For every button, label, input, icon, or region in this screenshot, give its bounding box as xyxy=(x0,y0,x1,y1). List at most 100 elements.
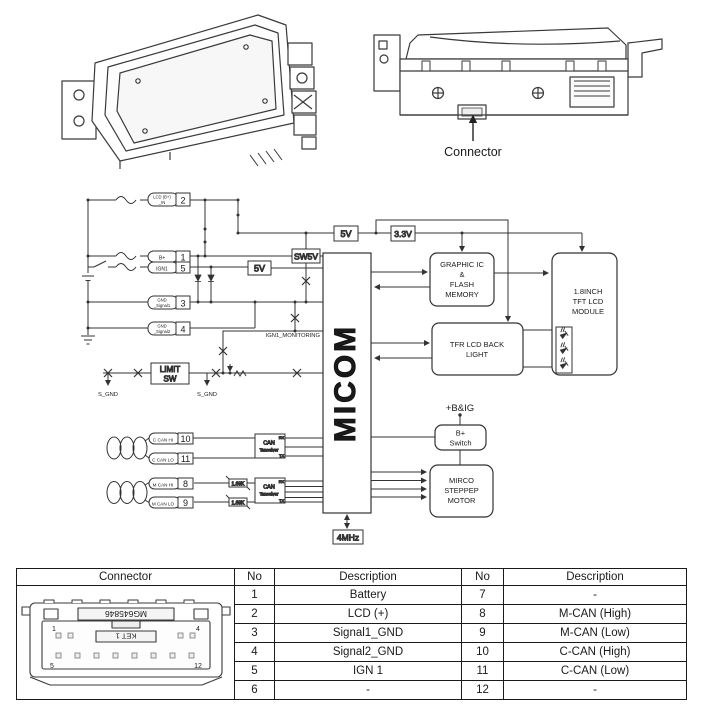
pin-capsule-9: M CAN LO 9 xyxy=(148,496,194,509)
svg-text:MIRCO: MIRCO xyxy=(449,476,474,485)
svg-text:4: 4 xyxy=(180,324,185,334)
connector-pins-bottom-row xyxy=(55,652,194,659)
svg-text:LIMIT: LIMIT xyxy=(160,365,181,374)
pin-capsule-10: C CAN HI 10 xyxy=(148,432,194,445)
pin-no: 4 xyxy=(234,642,275,662)
pin-capsule-4: GND _Signal2 4 xyxy=(147,321,191,336)
header-no-2: No xyxy=(461,568,504,586)
svg-text:MEMORY: MEMORY xyxy=(445,290,479,299)
pin-no: 11 xyxy=(461,661,504,681)
s-gnd-label-2: S_GND xyxy=(197,392,217,398)
svg-text:B+: B+ xyxy=(159,256,165,262)
b-plus-switch-block: B+ Switch xyxy=(434,424,487,451)
pin-capsule-1: B+ 1 xyxy=(147,250,191,263)
svg-text:5V: 5V xyxy=(340,229,351,239)
twisted-pair-mcan xyxy=(106,481,150,504)
led-symbols xyxy=(559,327,569,370)
connector-pins-top-row xyxy=(55,632,195,639)
pin-no: 2 xyxy=(234,604,275,624)
svg-text:RX: RX xyxy=(279,436,285,440)
svg-text:5V: 5V xyxy=(254,264,265,274)
svg-text:C CAN HI: C CAN HI xyxy=(153,437,173,442)
connector-key-marking: KET 1 xyxy=(115,632,136,641)
pin-capsule-8: M CAN HI 8 xyxy=(148,477,194,490)
svg-text:C CAN LO: C CAN LO xyxy=(152,457,174,462)
tfr-backlight-block: TFR LCD BACK LIGHT xyxy=(431,322,524,376)
graphic-ic-block: GRAPHIC IC & FLASH MEMORY xyxy=(429,252,495,307)
pin-no: 3 xyxy=(234,623,275,643)
pin-no: 5 xyxy=(234,661,275,681)
connector-drawing-cell: MG645846 KET 1 1 4 5 12 xyxy=(16,585,235,700)
svg-text:TFT LCD: TFT LCD xyxy=(573,297,604,306)
svg-text:B+: B+ xyxy=(456,429,466,438)
table-row: 5 IGN 1 11 C-CAN (Low) xyxy=(17,661,687,681)
table-header-row: Connector No Description No Description xyxy=(16,568,687,586)
pin1-label: 1 xyxy=(52,626,56,633)
svg-text:IGN1: IGN1 xyxy=(156,267,168,273)
pin-no: 9 xyxy=(461,623,504,643)
svg-text:M CAN HI: M CAN HI xyxy=(153,482,174,487)
svg-text:3: 3 xyxy=(180,298,185,308)
svg-text:3.3V: 3.3V xyxy=(394,229,412,239)
pin-desc: C-CAN (Low) xyxy=(503,661,687,681)
svg-text:Tanceiver: Tanceiver xyxy=(260,448,279,453)
svg-text:TX: TX xyxy=(279,454,284,458)
cluster-housing-bottom-art: Connector xyxy=(373,27,663,159)
table-row: MG645846 KET 1 1 4 5 12 xyxy=(16,585,687,700)
can-transceiver-1-box: CAN Tanceiver RX TX xyxy=(254,433,286,459)
pin-capsule-2: LCD (B+) _IN 2 xyxy=(147,192,191,207)
svg-text:LCD (B+): LCD (B+) xyxy=(153,195,171,200)
s-gnd-label-1: S_GND xyxy=(98,392,118,398)
svg-text:STEPPEP: STEPPEP xyxy=(444,486,479,495)
pin-capsule-5: IGN1 5 xyxy=(147,261,191,274)
pin-no: 1 xyxy=(234,585,275,605)
svg-text:1.8INCH: 1.8INCH xyxy=(574,287,603,296)
header-description-2: Description xyxy=(503,568,687,586)
svg-text:5: 5 xyxy=(180,263,185,273)
micom-block: MICOM xyxy=(322,252,372,514)
pin-desc: IGN 1 xyxy=(274,661,462,681)
svg-text:_Signal2: _Signal2 xyxy=(153,329,171,334)
twisted-pair-ccan xyxy=(106,436,150,460)
svg-text:&: & xyxy=(459,270,464,279)
connector-part-number: MG645846 xyxy=(104,609,146,619)
pin-no: 6 xyxy=(234,680,275,700)
svg-text:GND: GND xyxy=(157,298,166,303)
pin-no: 10 xyxy=(461,642,504,662)
pin-capsule-3: GND _Signal1 3 xyxy=(147,295,191,310)
connector-face-art: MG645846 KET 1 1 4 5 12 xyxy=(20,599,231,686)
svg-text:Tanceiver: Tanceiver xyxy=(260,492,279,497)
svg-text:TX: TX xyxy=(279,499,284,503)
svg-text:4MHz: 4MHz xyxy=(337,533,359,543)
svg-text:MICOM: MICOM xyxy=(329,324,362,442)
svg-text:FLASH: FLASH xyxy=(450,280,474,289)
wires xyxy=(81,196,585,529)
pin-desc: - xyxy=(503,680,687,700)
crystal-4mhz-box: 4MHz xyxy=(332,529,364,545)
table-row: 6 - 12 - xyxy=(17,680,687,700)
header-no-1: No xyxy=(234,568,275,586)
svg-text:8: 8 xyxy=(183,479,188,489)
svg-text:SW5V: SW5V xyxy=(294,252,318,262)
lcd-module-block: 1.8INCH TFT LCD MODULE xyxy=(551,252,618,376)
connector-stack xyxy=(287,42,317,150)
pin-desc: Signal2_GND xyxy=(274,642,462,662)
connector-callout-label: Connector xyxy=(444,145,502,159)
regulator-5v-input-box: 5V xyxy=(247,260,272,276)
svg-text:Switch: Switch xyxy=(449,439,471,448)
pin-desc: C-CAN (High) xyxy=(503,642,687,662)
svg-text:RX: RX xyxy=(279,480,285,484)
pin-capsule-11: C CAN LO 11 xyxy=(148,452,194,465)
cluster-module-rear-art xyxy=(61,14,317,169)
housing-connector xyxy=(457,104,487,120)
junction-dots xyxy=(86,198,464,417)
svg-text:2: 2 xyxy=(180,195,185,205)
svg-text:1: 1 xyxy=(180,252,185,262)
pin-desc: Signal1_GND xyxy=(274,623,462,643)
svg-text:10: 10 xyxy=(180,434,190,444)
regulator-5v-box: 5V xyxy=(333,225,359,242)
sw5v-box: SW5V xyxy=(291,248,321,264)
pin-no: 7 xyxy=(461,585,504,605)
svg-text:_IN: _IN xyxy=(158,200,166,205)
